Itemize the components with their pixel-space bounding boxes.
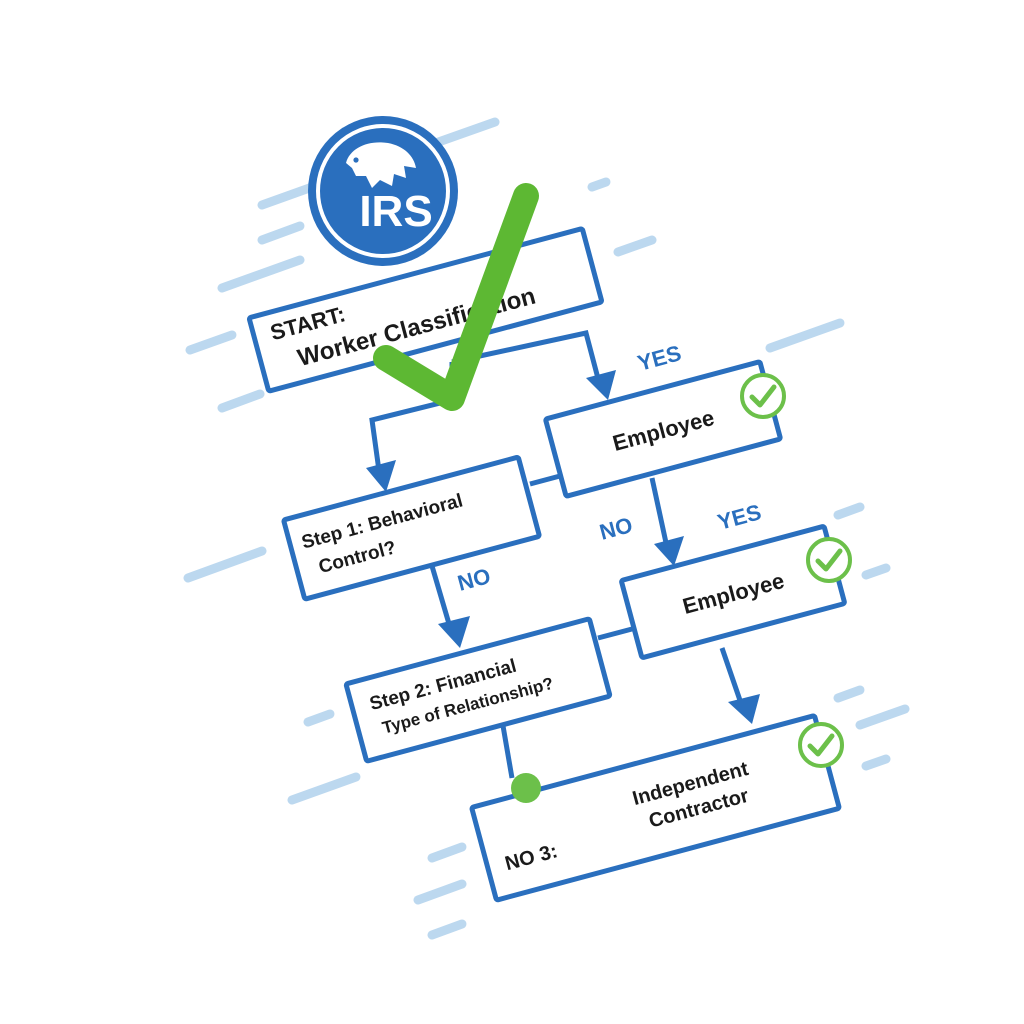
check-circle-icon	[798, 722, 844, 768]
arrow-employee1-down	[649, 477, 671, 553]
big-checkmark-icon	[373, 183, 539, 411]
node-step1: Step 1: Behavioral Control?	[281, 455, 542, 602]
check-circle-icon	[740, 373, 786, 419]
check-circle-icon	[806, 537, 852, 583]
node-final: NO 3: Independent Contractor	[469, 713, 842, 903]
eagle-icon	[338, 142, 416, 188]
arrowhead-employee1	[586, 370, 616, 400]
logo-text: IRS	[359, 187, 432, 236]
green-dot-marker	[511, 773, 541, 803]
edge-label-no-1: NO	[597, 512, 635, 545]
speed-streaks	[183, 117, 910, 940]
node-employee-1: Employee	[543, 359, 783, 499]
link-step2-employee2	[597, 626, 633, 641]
arrowhead-step1	[366, 460, 396, 492]
edge-label-no-2: NO	[455, 563, 493, 596]
edge-label-yes-1: YES	[635, 340, 684, 376]
arrow-start-to-employee1	[451, 330, 603, 387]
arrow-step2-down	[499, 719, 515, 779]
edge-label-yes-2: YES	[715, 499, 764, 535]
irs-logo: IRS	[308, 116, 458, 266]
link-step1-employee1	[529, 473, 561, 487]
arrowhead-employee1-down	[654, 536, 684, 566]
arrowhead-final	[728, 694, 760, 724]
arrowhead-step2	[438, 616, 470, 648]
node-employee-2: Employee	[619, 524, 847, 660]
node-step2: Step 2: Financial Type of Relationship?	[343, 616, 613, 764]
